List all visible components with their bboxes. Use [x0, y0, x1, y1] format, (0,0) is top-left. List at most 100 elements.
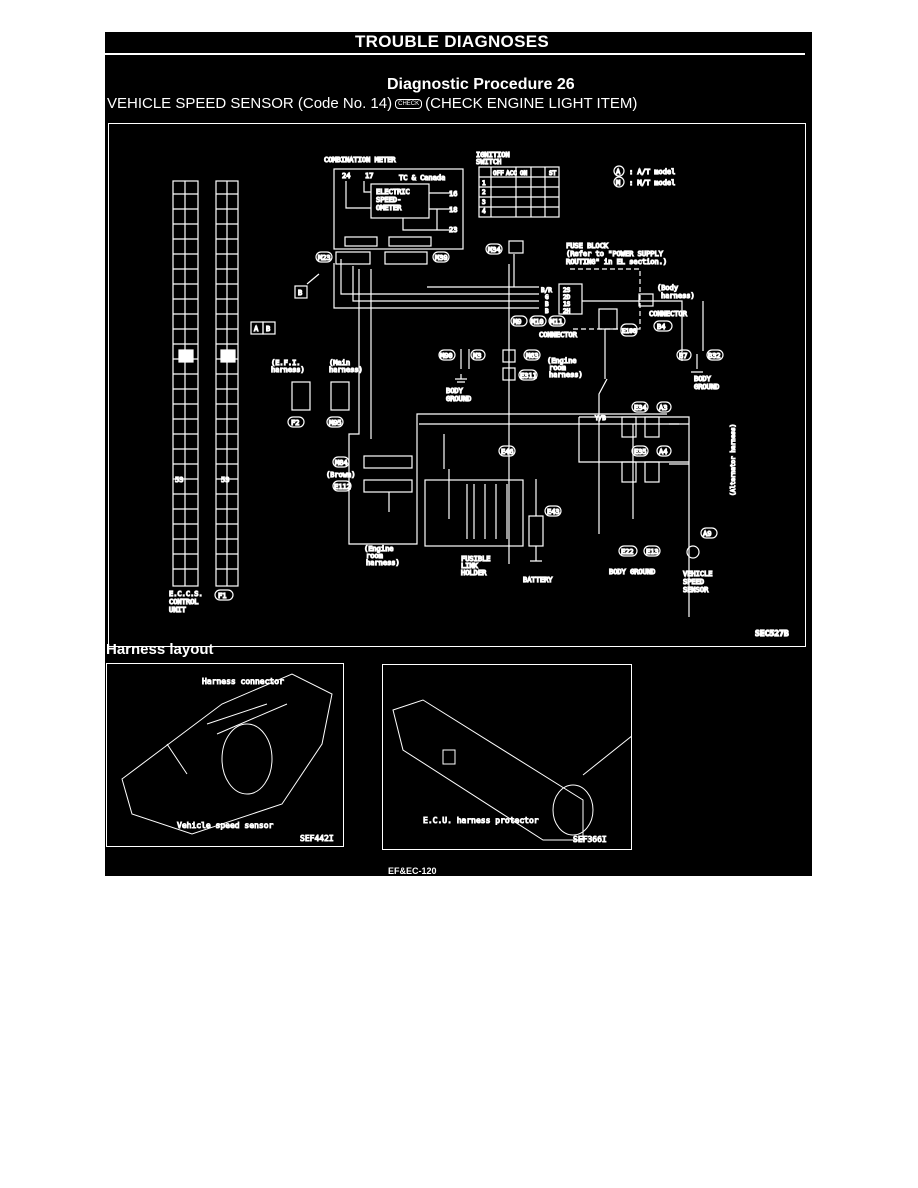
diagram-line	[621, 416, 637, 438]
diagram-line	[326, 416, 344, 428]
diagram-label: A	[254, 325, 259, 333]
diagram-line	[498, 445, 516, 457]
diagram-label: harness)	[366, 559, 400, 567]
ignition-switch-label: IGNITION	[476, 151, 510, 159]
diagram-label: OFF	[493, 170, 504, 177]
vss-caption: Vehicle speed sensor	[177, 821, 274, 830]
diagram-line	[214, 589, 234, 601]
diagram-line	[345, 181, 451, 231]
diagram-line	[523, 349, 541, 361]
diagram-line	[306, 273, 320, 285]
diagram-line	[262, 321, 276, 335]
diagram-line	[620, 323, 638, 337]
diagram-label: G	[545, 294, 549, 301]
diagram-label: 2S	[563, 287, 571, 294]
diagram-line	[294, 285, 308, 299]
diagram-label: E112	[334, 483, 351, 491]
diagram-label: E34	[634, 404, 647, 412]
diagram-label: 23	[449, 226, 457, 234]
vss-label: VEHICLE	[683, 570, 713, 578]
diagram-line	[455, 349, 470, 383]
ecu-label-1: E.C.C.S.	[169, 590, 203, 598]
f1-label: F1	[218, 592, 226, 600]
diagram-line	[643, 545, 661, 557]
diagram-label: M3	[473, 352, 481, 360]
connector-label: CONNECTOR	[649, 310, 688, 318]
diagram-line	[166, 703, 288, 775]
diagram-line	[330, 381, 350, 411]
combination-meter-label: COMBINATION METER	[324, 156, 396, 164]
diagram-label: 2	[482, 189, 486, 196]
fuse-block-label: FUSE BLOCK	[566, 242, 609, 250]
diagram-line	[424, 479, 524, 547]
diagram-label: ROUTING" in EL section.)	[566, 258, 667, 266]
diagram-label: ST	[549, 170, 557, 177]
meter-note: TC & Canada	[399, 174, 445, 182]
diagram-line	[548, 315, 566, 327]
diagram-line	[315, 251, 333, 263]
diagram-line	[221, 723, 273, 795]
diagram-line	[479, 167, 559, 217]
diagram-line	[686, 545, 700, 559]
diagram-label: (Main	[329, 359, 350, 367]
diagram-label: room	[549, 364, 566, 372]
diagram-label: 18	[449, 206, 457, 214]
diagram-label: SEF366I	[573, 835, 607, 844]
diagram-line	[363, 479, 413, 493]
manual-page: TROUBLE DIAGNOSES Diagnostic Procedure 2…	[105, 32, 812, 876]
diagram-label: B32	[708, 352, 721, 360]
diagram-label: A9	[703, 530, 711, 538]
diagram-label: M	[616, 179, 620, 187]
fusible-link-label: FUSIBLE	[461, 555, 491, 563]
diagram-label: M10	[531, 318, 544, 326]
ecu-pin: 53	[221, 476, 229, 484]
diagram-line	[333, 254, 683, 361]
diagram-label: A4	[659, 448, 667, 456]
diagram-label: B	[545, 301, 549, 308]
diagram-label: (E.F.I.	[271, 359, 301, 367]
diagram-line	[578, 416, 690, 617]
diagram-line	[544, 505, 562, 517]
diagram-line	[348, 269, 679, 545]
meter-pin: 24	[342, 172, 350, 180]
diagram-line	[442, 749, 456, 765]
diagram-label: M23	[318, 254, 331, 262]
diagram-line	[220, 349, 236, 363]
diagram-label: B	[266, 325, 270, 333]
diagram-label: A	[616, 168, 621, 176]
diagram-label: SEF442I	[300, 834, 334, 843]
diagram-line	[644, 416, 660, 438]
diagram-line	[502, 349, 516, 363]
diagram-label: B/R	[541, 287, 552, 294]
speedometer-label: SPEED-	[376, 196, 401, 204]
subtitle-right: (CHECK ENGINE LIGHT ITEM)	[425, 95, 638, 112]
figure-id: SEC527B	[755, 629, 789, 638]
diagram-label: E46	[501, 448, 514, 456]
diagram-line	[631, 445, 649, 457]
diagram-line	[530, 479, 542, 562]
subtitle-left: VEHICLE SPEED SENSOR (Code No. 14)	[107, 95, 393, 112]
harness-connector-label: Harness connector	[202, 677, 284, 686]
diagram-label: (Body	[657, 284, 678, 292]
body-ground-label: BODY	[446, 387, 464, 395]
diagram-label: E106	[622, 328, 637, 335]
diagram-label: harness)	[271, 366, 305, 374]
diagram-line	[644, 461, 660, 483]
ignition-switch-label: SWITCH	[476, 158, 501, 166]
diagram-label: LINK	[461, 562, 479, 570]
diagram-label: SPEED	[683, 578, 704, 586]
ecu-connector-strips	[172, 180, 239, 587]
diagram-line	[344, 236, 378, 247]
meter-pin: 17	[365, 172, 373, 180]
diagram-line	[638, 293, 654, 307]
diagram-line	[582, 734, 634, 776]
diagram-label: Y/B	[595, 415, 606, 422]
diagram-line	[613, 176, 625, 188]
diagram-label: BODY	[694, 375, 712, 383]
diagram-line	[558, 283, 583, 315]
diagram-label: harness)	[329, 366, 363, 374]
diagram-label: GROUND	[694, 383, 719, 391]
ecu-pin: 53	[175, 476, 183, 484]
diagram-label: 4	[482, 208, 486, 215]
diagram-label: B4	[657, 323, 665, 331]
